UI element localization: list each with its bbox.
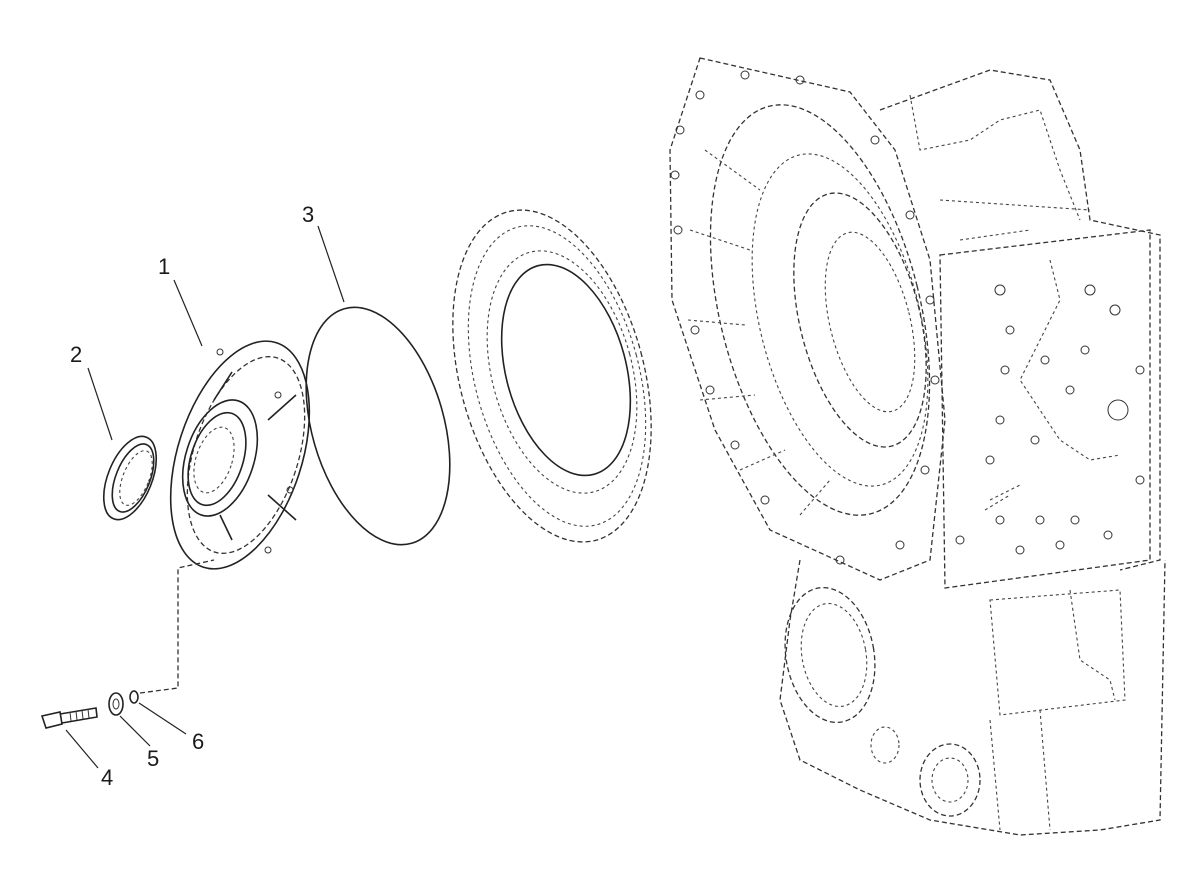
part-4-screw xyxy=(40,707,98,729)
part-5-washer xyxy=(108,692,124,716)
callout-4: 4 xyxy=(101,765,114,790)
leader-1 xyxy=(173,279,203,347)
leader-5 xyxy=(119,715,151,747)
part-3-o-ring xyxy=(305,306,451,546)
gasket-plate xyxy=(452,209,652,543)
leader-6 xyxy=(138,702,187,735)
part-1-pump-flange xyxy=(169,340,311,570)
assembly-alignment-line xyxy=(139,559,215,694)
callout-1: 1 xyxy=(158,254,171,279)
part-2-shaft-seal xyxy=(102,435,158,521)
callout-5: 5 xyxy=(147,746,160,771)
leader-2 xyxy=(87,367,113,441)
callout-3: 3 xyxy=(302,202,315,227)
leader-4 xyxy=(65,729,99,769)
leader-lines xyxy=(65,225,345,769)
callout-6: 6 xyxy=(192,729,205,754)
transmission-housing xyxy=(669,57,1166,836)
leader-3 xyxy=(317,225,345,303)
part-6-o-ring-small xyxy=(129,690,139,704)
callout-2: 2 xyxy=(70,342,83,367)
